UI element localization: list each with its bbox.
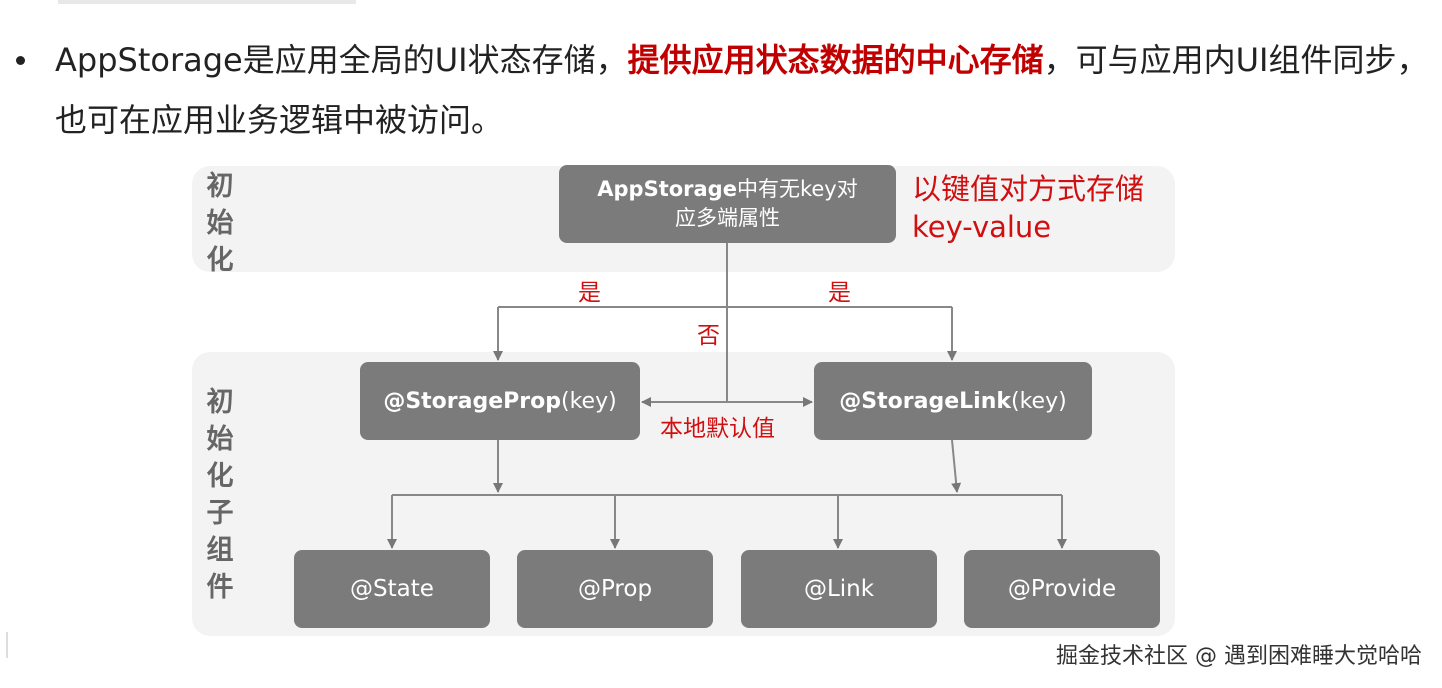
local-default-label: 本地默认值 — [660, 416, 775, 442]
intro-text-start: AppStorage是应用全局的UI状态存储， — [55, 41, 628, 79]
child-node-prop: @Prop — [517, 550, 713, 628]
storage-note: 以键值对方式存储 key-value — [912, 170, 1144, 246]
edge-label-yes-right: 是 — [828, 280, 851, 306]
intro-text-highlight: 提供应用状态数据的中心存储 — [627, 41, 1044, 79]
appstorage-node-line2: 应多端属性 — [675, 206, 780, 230]
storagelink-rest: (key) — [1011, 388, 1067, 414]
child-node-provide: @Provide — [964, 550, 1160, 628]
storagelink-node: @StorageLink(key) — [814, 362, 1092, 440]
appstorage-node: AppStorage中有无key对 应多端属性 — [559, 165, 896, 243]
watermark-text: 掘金技术社区 @ 遇到困难睡大觉哈哈 — [1056, 644, 1422, 669]
appstorage-node-bold: AppStorage — [597, 177, 737, 201]
child-node-link: @Link — [741, 550, 937, 628]
storageprop-bold: @StorageProp — [383, 388, 561, 414]
left-edge-mark — [6, 632, 16, 658]
child-init-band-label: 初始化子组件 — [206, 387, 234, 603]
init-band-label: 初始化 — [206, 171, 234, 276]
bullet-dot — [16, 56, 25, 65]
storagelink-bold: @StorageLink — [839, 388, 1011, 414]
edge-label-no: 否 — [697, 323, 720, 349]
link-down-line — [951, 439, 962, 493]
storage-note-line1: 以键值对方式存储 — [912, 172, 1145, 206]
top-divider — [58, 0, 356, 4]
edge-label-yes-left: 是 — [578, 280, 601, 306]
appstorage-node-rest: 中有无key对 — [736, 177, 858, 201]
appstorage-node-line1: AppStorage中有无key对 — [597, 175, 857, 204]
storageprop-node: @StorageProp(key) — [360, 362, 640, 440]
storage-note-line2: key-value — [912, 210, 1052, 244]
storageprop-rest: (key) — [561, 388, 617, 414]
intro-text-end: ，可与应用内UI组件同步，也可在应用业务逻辑中被访问。 — [55, 41, 1429, 139]
intro-paragraph: AppStorage是应用全局的UI状态存储，提供应用状态数据的中心存储，可与应… — [55, 30, 1435, 150]
child-node-state: @State — [294, 550, 490, 628]
